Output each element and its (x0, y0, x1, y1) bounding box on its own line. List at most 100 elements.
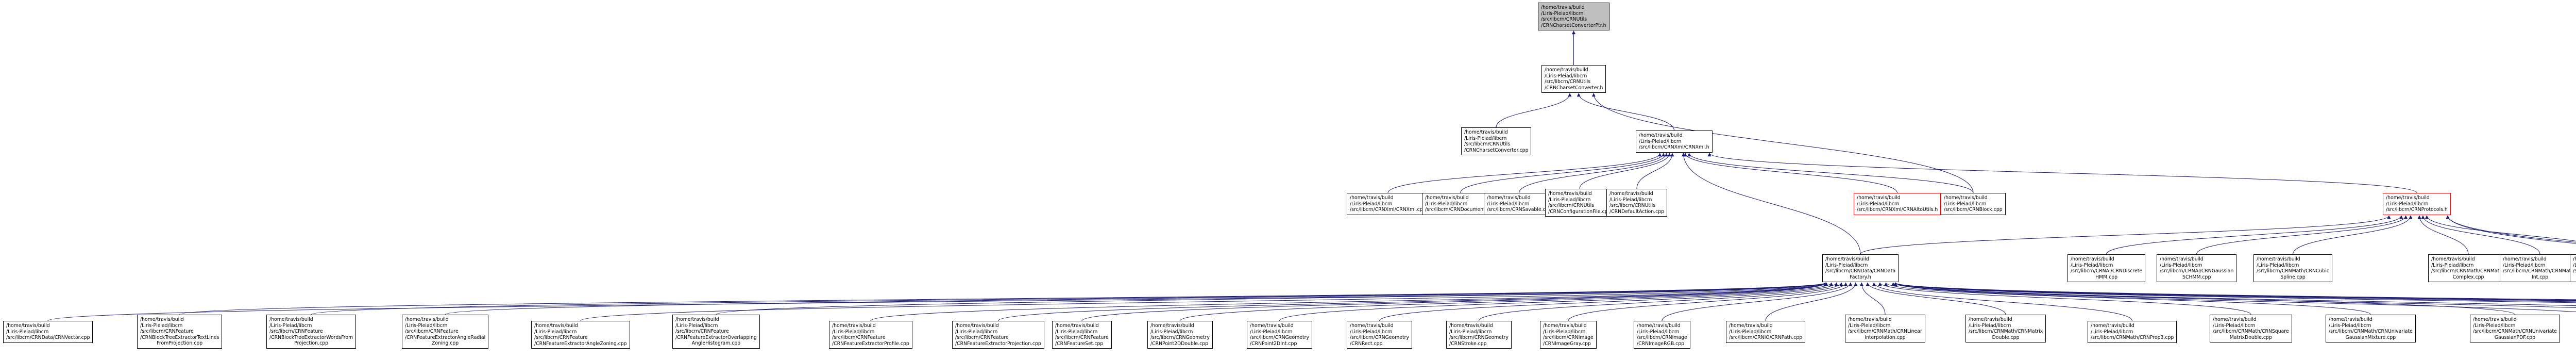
file-node[interactable]: /home/travis/build/Liris-Pleiad/libcrn/s… (2210, 315, 2292, 343)
node-label-line: /Liris-Pleiad/libcrn (405, 322, 448, 329)
dependency-edge (1568, 282, 1848, 321)
dependency-edge (1893, 282, 2576, 306)
file-node[interactable]: /home/travis/build/Liris-Pleiad/libcrn/s… (1247, 321, 1312, 349)
file-node[interactable]: /home/travis/build/Liris-Pleiad/libcrn/s… (1545, 189, 1614, 217)
dependency-edge (311, 282, 1827, 315)
node-label-line: /Liris-Pleiad/libcrn (1857, 201, 1900, 207)
node-label-line: /home/travis/build (1150, 323, 1194, 329)
file-node[interactable]: /home/travis/build/Liris-Pleiad/libcrn/s… (1606, 189, 1667, 217)
dependency-edge (716, 282, 1827, 315)
node-label-line: /CRNFeatureExtractorAngleZoning.cpp (534, 340, 627, 347)
file-node[interactable]: /home/travis/build/Liris-Pleiad/libcrn/s… (1726, 321, 1805, 343)
file-node[interactable]: /home/travis/build/Liris-Pleiad/libcrn/s… (2067, 254, 2146, 283)
file-node[interactable]: /home/travis/build/Liris-Pleiad/libcrn/s… (2470, 315, 2560, 343)
file-node[interactable]: /home/travis/build/Liris-Pleiad/libcrn/s… (1147, 321, 1213, 349)
file-node[interactable]: /home/travis/build/Liris-Pleiad/libcrn/s… (2500, 254, 2576, 283)
file-node[interactable]: /home/travis/build/Liris-Pleiad/libcrn/s… (2383, 193, 2451, 215)
dependency-edge (2106, 215, 2403, 255)
node-label-line: FromProjection.cpp (157, 340, 203, 347)
node-label-line: /home/travis/build (6, 323, 50, 329)
node-label-line: /src/libcrn/CRNUtils (1545, 79, 1591, 85)
node-label-line: /Liris-Pleiad/libcrn (2213, 322, 2256, 329)
file-node[interactable]: /home/travis/build/Liris-Pleiad/libcrn/s… (2326, 315, 2416, 343)
file-node[interactable]: /home/travis/build/Liris-Pleiad/libcrn/s… (2088, 321, 2177, 343)
file-node[interactable]: /home/travis/build/Liris-Pleiad/libcrn/s… (402, 315, 489, 349)
dependency-edge (1479, 282, 1843, 321)
file-node[interactable]: /home/travis/build/Liris-Pleiad/libcrn/s… (2428, 254, 2509, 283)
file-node[interactable]: /home/travis/build/Liris-Pleiad/libcrn/s… (1541, 65, 1606, 93)
node-label-line: /home/travis/build (1969, 317, 2012, 322)
dependency-edge (1707, 153, 2417, 193)
node-label-line: /CRNCharsetConverter.h (1545, 85, 1603, 91)
node-label-line: /CRNDefaultAction.cpp (1609, 208, 1664, 215)
file-node[interactable]: /home/travis/build/Liris-Pleiad/libcrn/s… (3, 321, 93, 343)
file-node[interactable]: /home/travis/build/Liris-Pleiad/libcrn/s… (531, 321, 630, 349)
file-node[interactable]: /home/travis/build/Liris-Pleiad/libcrn/s… (1941, 193, 2006, 215)
dependency-edge (2425, 215, 2576, 241)
file-node[interactable]: /home/travis/build/Liris-Pleiad/libcrn/s… (1540, 321, 1597, 349)
file-node[interactable]: /home/travis/build/Liris-Pleiad/libcrn/s… (1845, 315, 1925, 343)
node-label-line: /Liris-Pleiad/libcrn (2071, 262, 2113, 268)
dependency-edge (1591, 93, 1974, 193)
node-label-line: /src/libcrn/CRNIO/CRNPath.cpp (1729, 335, 1802, 341)
node-label-line: /home/travis/build (534, 323, 578, 329)
file-node[interactable]: /home/travis/build/Liris-Pleiad/libcrn/s… (1461, 127, 1532, 156)
node-label-line: /CRNFeatureExtractorOverlapping (675, 334, 757, 340)
dependency-edge (1893, 282, 2576, 302)
node-label-line: /CRNFeatureExtractorProfile.cpp (832, 340, 909, 347)
file-node[interactable]: /home/travis/build/Liris-Pleiad/libcrn/s… (1347, 193, 1429, 215)
file-node[interactable]: /home/travis/build/Liris-Pleiad/libcrn/s… (829, 321, 912, 349)
node-label-line: /CRNCharsetConverter.cpp (1464, 147, 1529, 153)
node-label-line: /home/travis/build (1543, 323, 1587, 329)
node-label-line: SCHMM.cpp (2182, 274, 2211, 280)
dependency-edge (2446, 215, 2576, 243)
dependency-edge (1893, 282, 2576, 308)
node-label-line: /src/libcrn/CRNGeometry (1350, 335, 1409, 341)
file-node[interactable]: /home/travis/build/Liris-Pleiad/libcrn/s… (1347, 321, 1412, 349)
dependency-edge (1636, 153, 1674, 189)
node-label-line: /src/libcrn/CRNMath/CRNUnivariate (2473, 329, 2557, 335)
node-label-line: /Liris-Pleiad/libcrn (1487, 201, 1530, 207)
dependency-edge (1893, 282, 2576, 303)
file-node[interactable]: /home/travis/build/Liris-Pleiad/libcrn/s… (266, 315, 357, 349)
file-node[interactable]: /home/travis/build/Liris-Pleiad/libcrn/s… (952, 321, 1044, 349)
node-label-line: /Liris-Pleiad/libcrn (1350, 201, 1393, 207)
node-label-line: /home/travis/build (2503, 256, 2547, 262)
dependency-edge (1765, 282, 1858, 321)
node-label-line: /CRNBlockTreeExtractorWordsFrom (269, 334, 353, 340)
file-node[interactable]: /home/travis/build/Liris-Pleiad/libcrn/s… (1636, 130, 1713, 153)
node-label-line: /home/travis/build (1350, 323, 1394, 329)
dependency-edge (1379, 282, 1838, 321)
file-node[interactable]: /home/travis/build/Liris-Pleiad/libcrn/s… (137, 315, 223, 349)
dependency-edge (1279, 282, 1833, 321)
node-label-line: /home/travis/build (675, 317, 719, 322)
node-label-line: /Liris-Pleiad/libcrn (2257, 262, 2299, 268)
node-label-line: /Liris-Pleiad/libcrn (2386, 201, 2429, 207)
node-label-line: /src/libcrn/CRNData/CRNVector.cpp (6, 335, 90, 341)
dependency-edge (2417, 215, 2469, 255)
file-node[interactable]: /home/travis/build/Liris-Pleiad/libcrn/s… (1484, 193, 1555, 215)
file-node[interactable]: /home/travis/build/Liris-Pleiad/libcrn/s… (2570, 254, 2576, 283)
file-node[interactable]: /home/travis/build/Liris-Pleiad/libcrn/s… (1965, 315, 2046, 343)
file-node[interactable]: /home/travis/build/Liris-Pleiad/libcrn/s… (2253, 254, 2332, 283)
node-label-line: MatrixDouble.cpp (2229, 334, 2272, 340)
file-node[interactable]: /home/travis/build/Liris-Pleiad/libcrn/s… (2157, 254, 2237, 283)
file-node[interactable]: /home/travis/build/Liris-Pleiad/libcrn/s… (1822, 254, 1899, 283)
node-label-line: /src/libcrn/CRNMath/CRNProp3.cpp (2091, 335, 2174, 341)
node-label-line: /Liris-Pleiad/libcrn (2573, 262, 2576, 268)
dependency-edge (1682, 153, 1861, 255)
file-node[interactable]: /home/travis/build/Liris-Pleiad/libcrn/s… (672, 315, 760, 349)
file-node[interactable]: /home/travis/build/Liris-Pleiad/libcrn/s… (1854, 193, 1941, 215)
node-label-line: Spline.cpp (2280, 274, 2306, 280)
node-label-line: GaussianMixture.cpp (2345, 334, 2396, 340)
file-node[interactable]: /home/travis/build/Liris-Pleiad/libcrn/s… (1634, 321, 1690, 349)
file-node[interactable]: /home/travis/build/Liris-Pleiad/libcrn/s… (1052, 321, 1112, 349)
node-label-line: /src/libcrn/CRNBlock.cpp (1944, 207, 2003, 213)
dependency-edge (1180, 282, 1828, 321)
node-label-line: /home/travis/build (1541, 5, 1585, 10)
node-label-line: /src/libcrn/CRNGeometry (1250, 335, 1309, 341)
file-node[interactable]: /home/travis/build/Liris-Pleiad/libcrn/s… (1446, 321, 1512, 349)
node-label-line: /CRNConfigurationFile.cpp (1548, 208, 1611, 215)
node-label-line: /home/travis/build (1637, 323, 1681, 329)
file-node[interactable]: /home/travis/build/Liris-Pleiad/libcrn/s… (1538, 3, 1609, 31)
